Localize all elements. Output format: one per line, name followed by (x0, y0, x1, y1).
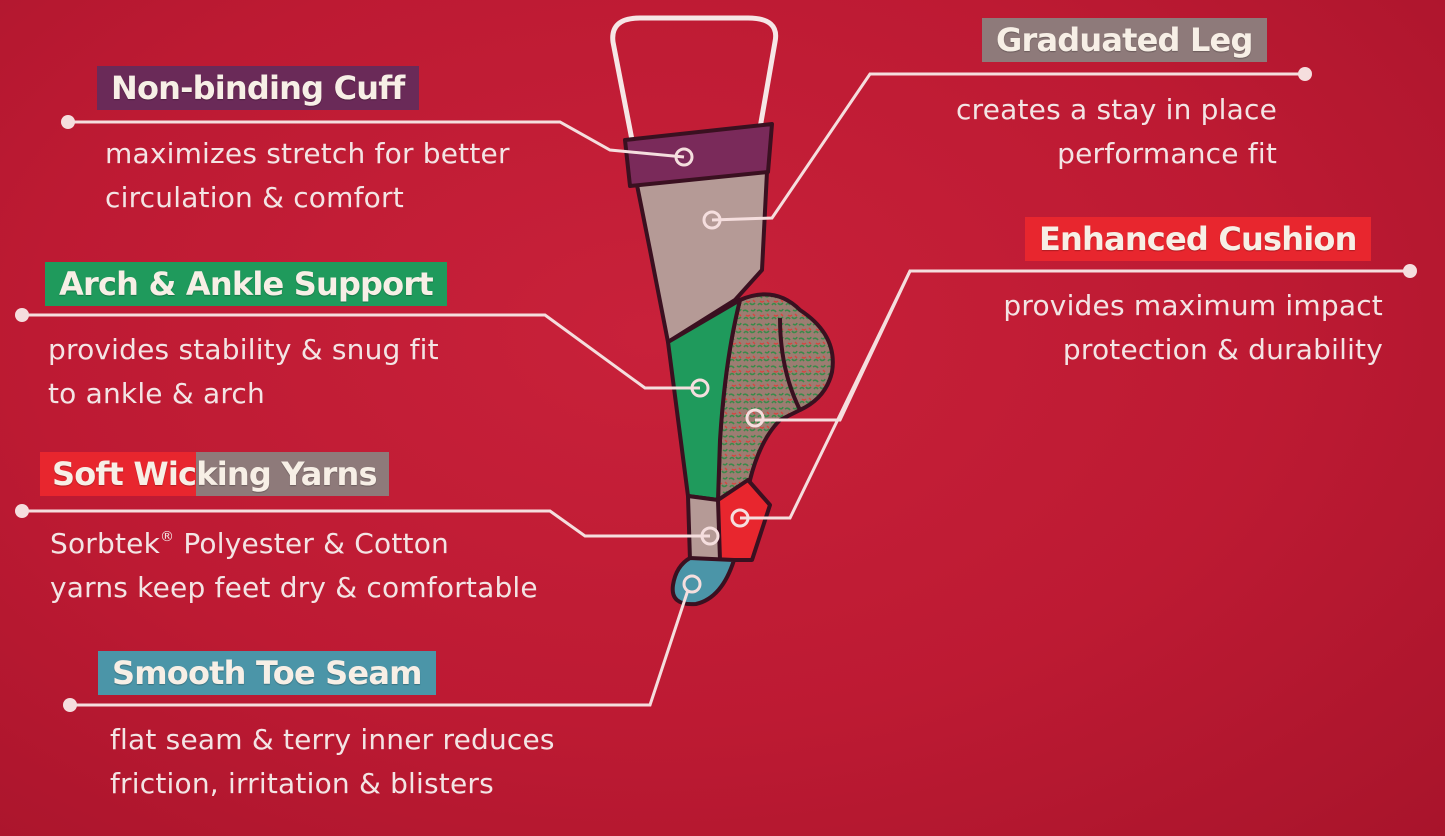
hanger-loop (610, 15, 779, 143)
feature-title-toe: Smooth Toe Seam (98, 651, 436, 695)
feature-desc-cuff-line-1: maximizes stretch for better (105, 137, 510, 170)
feature-title-leg: Graduated Leg (982, 18, 1267, 62)
ring-wicking (700, 526, 720, 546)
feature-desc-leg-line-1: creates a stay in place (956, 93, 1277, 126)
feature-desc-cushion-line-2: protection & durability (1062, 333, 1383, 366)
leader-line-cushion-lower (740, 269, 1410, 520)
feature-desc-cushion: provides maximum impact protection & dur… (1003, 284, 1383, 372)
dot-leg-start (1298, 67, 1312, 81)
sock-cuff (623, 122, 774, 188)
feature-title-wicking: Soft Wic king Yarns (40, 452, 389, 496)
sock-cushion (716, 478, 772, 562)
leader-line-cuff (68, 120, 685, 159)
feature-title-cuff: Non-binding Cuff (97, 66, 419, 110)
leader-line-leg (711, 72, 1305, 222)
feature-desc-arch-line-2: to ankle & arch (48, 377, 265, 410)
feature-desc-toe: flat seam & terry inner reduces friction… (110, 718, 555, 806)
feature-desc-cuff: maximizes stretch for better circulation… (105, 132, 510, 220)
feature-desc-wicking: Sorbtek® Polyester & Cotton yarns keep f… (50, 522, 538, 610)
dot-toe-start (63, 698, 77, 712)
ring-toe (682, 574, 702, 594)
feature-desc-wicking-line-2: yarns keep feet dry & comfortable (50, 571, 538, 604)
dot-cushion-start (1403, 264, 1417, 278)
feature-title-wicking-part-2: king Yarns (196, 452, 389, 496)
ring-cushion (745, 408, 765, 428)
feature-desc-arch-line-1: provides stability & snug fit (48, 333, 439, 366)
ring-leg (702, 210, 722, 230)
dot-wicking-start (15, 504, 29, 518)
ring-cushion-lower (730, 508, 750, 528)
feature-desc-toe-line-2: friction, irritation & blisters (110, 767, 494, 800)
sock-toe (670, 556, 736, 607)
feature-desc-leg: creates a stay in place performance fit (956, 88, 1277, 176)
feature-title-arch: Arch & Ankle Support (45, 262, 447, 306)
dot-cuff-start (61, 115, 75, 129)
leader-line-toe (70, 589, 690, 707)
leader-line-arch (22, 313, 700, 390)
feature-desc-cushion-line-1: provides maximum impact (1003, 289, 1383, 322)
leader-line-wicking (22, 509, 710, 538)
dot-arch-start (15, 308, 29, 322)
feature-title-cushion: Enhanced Cushion (1025, 217, 1371, 261)
ring-cuff (674, 147, 694, 167)
feature-desc-leg-line-2: performance fit (1057, 137, 1277, 170)
feature-title-wicking-part-1: Soft Wic (40, 452, 197, 496)
feature-desc-wicking-line-1: Sorbtek® Polyester & Cotton (50, 527, 449, 560)
feature-desc-cuff-line-2: circulation & comfort (105, 181, 404, 214)
ring-arch (690, 378, 710, 398)
feature-desc-arch: provides stability & snug fit to ankle &… (48, 328, 439, 416)
feature-desc-toe-line-1: flat seam & terry inner reduces (110, 723, 555, 756)
registered-mark: ® (160, 529, 175, 545)
